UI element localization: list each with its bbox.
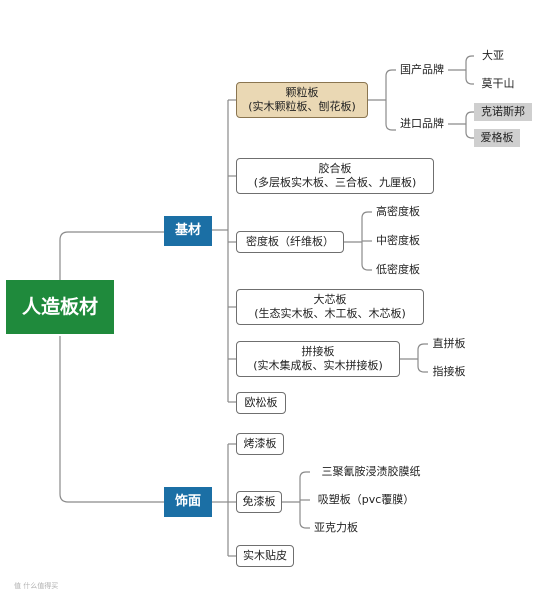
density-high-node: 高密度板 bbox=[372, 203, 424, 221]
straight-joint-node: 直拼板 bbox=[428, 335, 470, 353]
density-high-label: 高密度板 bbox=[376, 205, 420, 218]
brand-moganshan-label: 莫干山 bbox=[481, 77, 515, 90]
brand-egger-node: 爱格板 bbox=[474, 129, 520, 147]
pvc-film-label: 吸塑板（pvc覆膜） bbox=[317, 493, 415, 506]
finger-joint-type-label: 指接板 bbox=[432, 365, 466, 378]
brand-kronospan-label: 克诺斯邦 bbox=[481, 105, 525, 118]
brand-daya-label: 大亚 bbox=[482, 49, 504, 62]
osb-node: 欧松板 bbox=[236, 392, 286, 414]
finish-node: 饰面 bbox=[164, 487, 212, 517]
melamine-node: 三聚氰胺浸渍胶膜纸 bbox=[310, 463, 432, 481]
plywood-title: 胶合板 bbox=[318, 162, 352, 175]
particleboard-subtitle: (实木颗粒板、刨花板) bbox=[248, 100, 356, 113]
straight-joint-label: 直拼板 bbox=[432, 337, 466, 350]
melamine-label: 三聚氰胺浸渍胶膜纸 bbox=[321, 465, 421, 478]
brand-moganshan-node: 莫干山 bbox=[474, 75, 522, 93]
blockboard-title: 大芯板 bbox=[313, 293, 347, 306]
root-label: 人造板材 bbox=[21, 296, 98, 318]
density-medium-node: 中密度板 bbox=[372, 232, 424, 250]
osb-label: 欧松板 bbox=[244, 396, 278, 409]
finger-joint-subtitle: (实木集成板、实木拼接板) bbox=[253, 359, 383, 372]
wood-veneer-node: 实木贴皮 bbox=[236, 545, 294, 567]
watermark: 值 什么值得买 bbox=[14, 582, 59, 590]
lacquer-board-label: 烤漆板 bbox=[243, 437, 277, 450]
acrylic-node: 亚克力板 bbox=[310, 519, 362, 537]
lacquer-board-node: 烤漆板 bbox=[236, 433, 284, 455]
base-label: 基材 bbox=[174, 223, 201, 238]
density-medium-label: 中密度板 bbox=[376, 234, 420, 247]
density-low-node: 低密度板 bbox=[372, 261, 424, 279]
brand-egger-label: 爱格板 bbox=[480, 131, 514, 144]
brand-kronospan-node: 克诺斯邦 bbox=[474, 103, 532, 121]
finger-joint-node: 拼接板 (实木集成板、实木拼接板) bbox=[236, 341, 400, 377]
density-low-label: 低密度板 bbox=[376, 263, 420, 276]
imported-brand-label: 进口品牌 bbox=[400, 117, 444, 130]
no-paint-board-node: 免漆板 bbox=[236, 491, 282, 513]
finish-label: 饰面 bbox=[174, 494, 201, 509]
mdf-node: 密度板（纤维板） bbox=[236, 231, 344, 253]
finger-joint-type-node: 指接板 bbox=[428, 363, 470, 381]
plywood-subtitle: (多层板实木板、三合板、九厘板) bbox=[253, 176, 417, 189]
no-paint-board-label: 免漆板 bbox=[242, 495, 276, 508]
wood-veneer-label: 实木贴皮 bbox=[243, 549, 287, 562]
blockboard-subtitle: (生态实木板、木工板、木芯板) bbox=[254, 307, 406, 320]
brand-daya-node: 大亚 bbox=[474, 47, 512, 65]
particleboard-title: 颗粒板 bbox=[285, 86, 319, 99]
mdf-label: 密度板（纤维板） bbox=[246, 235, 334, 248]
blockboard-node: 大芯板 (生态实木板、木工板、木芯板) bbox=[236, 289, 424, 325]
domestic-brand-node: 国产品牌 bbox=[396, 61, 448, 79]
plywood-node: 胶合板 (多层板实木板、三合板、九厘板) bbox=[236, 158, 434, 194]
root-node: 人造板材 bbox=[6, 280, 114, 334]
particleboard-node: 颗粒板 (实木颗粒板、刨花板) bbox=[236, 82, 368, 118]
finger-joint-title: 拼接板 bbox=[301, 345, 335, 358]
base-node: 基材 bbox=[164, 216, 212, 246]
domestic-brand-label: 国产品牌 bbox=[400, 63, 444, 76]
imported-brand-node: 进口品牌 bbox=[396, 115, 448, 133]
acrylic-label: 亚克力板 bbox=[314, 521, 358, 534]
pvc-film-node: 吸塑板（pvc覆膜） bbox=[310, 491, 422, 509]
